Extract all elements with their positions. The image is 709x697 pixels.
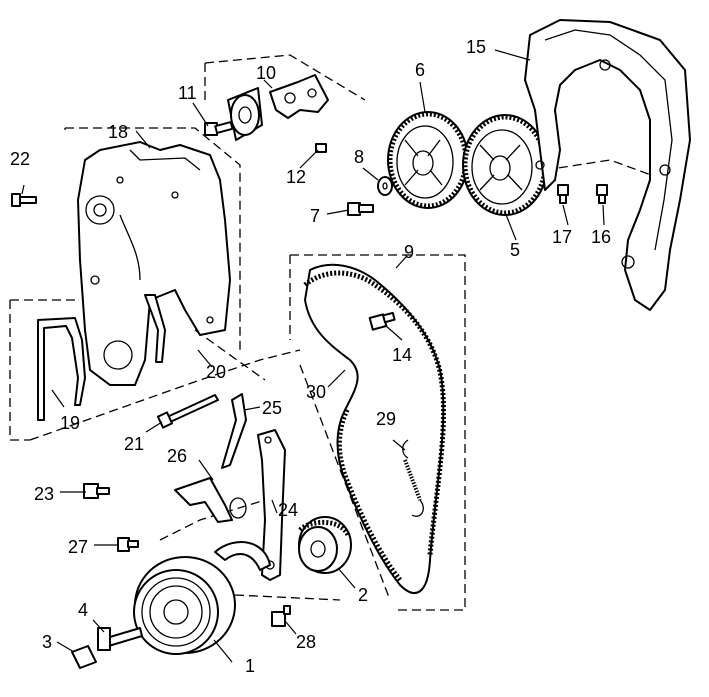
bolt-23 <box>83 483 110 499</box>
callout-29: 29 <box>376 409 396 429</box>
callout-9: 9 <box>404 242 414 262</box>
callout-1: 1 <box>245 656 255 676</box>
callout-30: 30 <box>306 382 326 402</box>
callout-27: 27 <box>68 537 88 557</box>
leader-lines <box>21 49 605 663</box>
callout-15: 15 <box>466 37 486 57</box>
callout-20: 20 <box>206 362 226 382</box>
bolt-17 <box>557 184 569 204</box>
callout-18: 18 <box>108 122 128 142</box>
spring-bracket-25 <box>221 393 247 469</box>
clip-plate <box>214 541 271 571</box>
sprocket-bolt <box>347 202 374 216</box>
tension-spring <box>402 439 424 517</box>
pulley-bolt <box>71 627 143 669</box>
stud-14 <box>368 311 396 331</box>
callout-28: 28 <box>296 632 316 652</box>
camshaft-sprocket-intake <box>387 111 469 209</box>
tensioner-assembly <box>227 74 329 141</box>
rear-timing-cover <box>524 19 691 311</box>
callout-16: 16 <box>591 227 611 247</box>
camshaft-sprocket-exhaust <box>462 114 548 216</box>
sprocket-washer <box>377 176 393 196</box>
cover-seal-strip <box>37 317 86 421</box>
callout-25: 25 <box>262 398 282 418</box>
callout-2: 2 <box>358 585 368 605</box>
group-outlines <box>9 54 666 611</box>
idler-pulley <box>298 516 352 574</box>
callout-11: 11 <box>178 83 197 103</box>
bolt-28 <box>271 605 291 627</box>
callout-5: 5 <box>510 240 520 260</box>
callout-3: 3 <box>42 632 52 652</box>
cover-seal-lower <box>144 294 166 363</box>
bolt-22 <box>11 193 37 207</box>
bolt-12 <box>315 143 327 153</box>
callout-12: 12 <box>286 167 306 187</box>
bolt-27 <box>117 537 139 552</box>
front-timing-cover <box>77 141 231 386</box>
guide-bracket-26 <box>174 477 247 523</box>
callout-8: 8 <box>354 147 364 167</box>
callout-23: 23 <box>34 484 54 504</box>
timing-belt <box>303 263 446 594</box>
callout-21: 21 <box>124 434 144 454</box>
callout-6: 6 <box>415 60 425 80</box>
callout-10: 10 <box>256 63 276 83</box>
callout-labels: 1 2 3 4 5 6 7 8 9 10 11 12 14 15 16 17 1… <box>10 37 611 676</box>
bolt-11 <box>204 121 234 136</box>
callout-7: 7 <box>310 206 320 226</box>
callout-24: 24 <box>278 500 298 520</box>
callout-14: 14 <box>392 345 412 365</box>
bolt-16 <box>596 184 608 204</box>
long-bolt-21 <box>156 394 219 429</box>
callout-17: 17 <box>552 227 572 247</box>
callout-22: 22 <box>10 149 30 169</box>
tensioner-bracket-24 <box>257 429 286 581</box>
callout-4: 4 <box>78 600 88 620</box>
callout-19: 19 <box>60 413 80 433</box>
callout-26: 26 <box>167 446 187 466</box>
crankshaft-pulley <box>133 556 236 655</box>
